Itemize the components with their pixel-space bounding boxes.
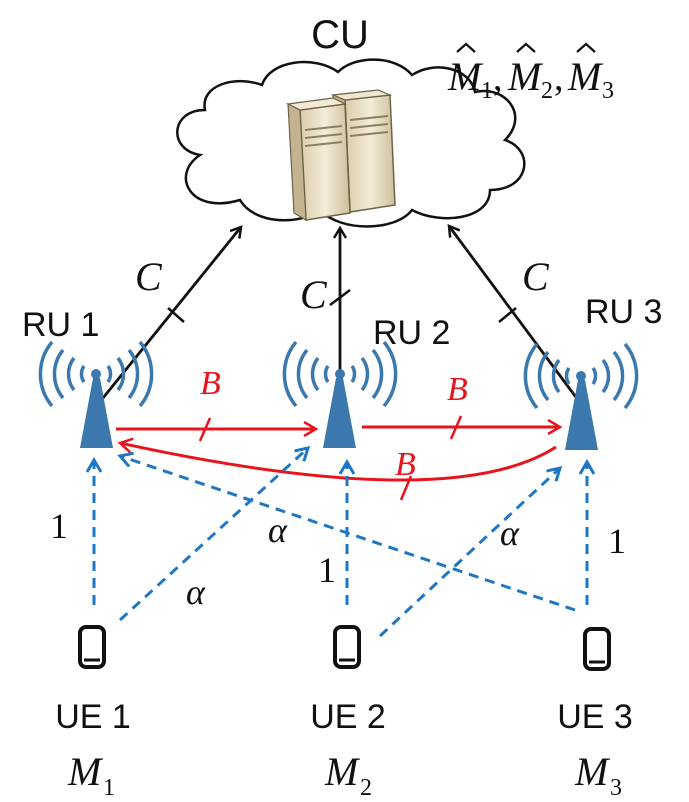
ue-3-message-base: M	[574, 749, 611, 794]
backhaul-tick-1	[198, 417, 212, 442]
direct-gain-label-3: 1	[608, 521, 626, 561]
direct-gain-label-2: 1	[318, 550, 336, 590]
backhaul-link-ru3-ru1	[120, 443, 557, 482]
direct-gain-label-1: 1	[50, 506, 68, 546]
fronthaul-tick-3	[498, 307, 517, 323]
estimate-3-sub: 3	[602, 78, 614, 104]
ue-3-label: UE 3	[557, 698, 633, 736]
ue-2-message-base: M	[324, 749, 361, 794]
estimate-3-base: M	[567, 54, 604, 99]
backhaul-tick-3	[399, 475, 413, 501]
backhaul-capacity-label-1: B	[200, 365, 221, 402]
estimate-2-sub: 2	[541, 78, 553, 104]
fronthaul-capacity-label-1: C	[135, 254, 163, 299]
ue-1-message-base: M	[67, 749, 104, 794]
estimate-1-base: M	[447, 54, 484, 99]
backhaul-capacity-label-3: B	[395, 446, 416, 483]
ue-2-phone-icon	[333, 625, 361, 669]
estimate-1-sub: 1	[481, 78, 493, 104]
estimate-comma-1: ,	[493, 57, 503, 99]
ue-1-message-sub: 1	[103, 775, 115, 801]
server-rack-icon	[285, 89, 396, 222]
fronthaul-capacity-label-3: C	[522, 254, 550, 299]
fronthaul-link-ru3	[449, 226, 580, 401]
ue-3-phone-icon	[583, 627, 611, 671]
uplink-ue2-ru3	[378, 468, 560, 638]
cross-gain-label-1: α	[186, 572, 206, 612]
ru-1-label: RU 1	[22, 306, 99, 344]
wireless-links	[94, 448, 587, 638]
ru-3-antenna-icon	[523, 342, 639, 450]
ue-1-phone-icon	[78, 625, 106, 669]
ue-2-label: UE 2	[310, 698, 386, 736]
estimate-comma-2: ,	[554, 57, 564, 99]
cross-gain-label-3: α	[500, 513, 520, 553]
ru-1-antenna-icon	[38, 340, 154, 448]
uplink-ue1-ru2	[118, 448, 308, 622]
cu-label: CU	[311, 13, 369, 57]
uplink-ue3-ru1	[120, 456, 576, 612]
hat-mark-2	[516, 42, 536, 53]
ru-2-label: RU 2	[373, 314, 450, 352]
backhaul-capacity-label-2: B	[447, 371, 468, 408]
cu-estimates: M 1 , M 2 , M 3	[447, 42, 614, 104]
estimate-2-base: M	[507, 54, 544, 99]
fronthaul-capacity-label-2: C	[300, 272, 328, 317]
cross-gain-label-2: α	[268, 510, 288, 550]
ue-3-message-sub: 3	[610, 775, 622, 801]
ru-3-label: RU 3	[585, 293, 662, 331]
ue-1-label: UE 1	[55, 698, 131, 736]
fronthaul-links	[101, 226, 580, 401]
fronthaul-tick-2	[329, 289, 351, 306]
fronthaul-tick-1	[167, 307, 185, 323]
hat-mark-3	[576, 42, 596, 53]
ue-2-message-sub: 2	[360, 775, 372, 801]
backhaul-tick-2	[449, 415, 463, 440]
hat-mark-1	[456, 42, 476, 53]
backhaul-links	[116, 415, 560, 501]
ru-2-antenna-icon	[282, 340, 398, 448]
